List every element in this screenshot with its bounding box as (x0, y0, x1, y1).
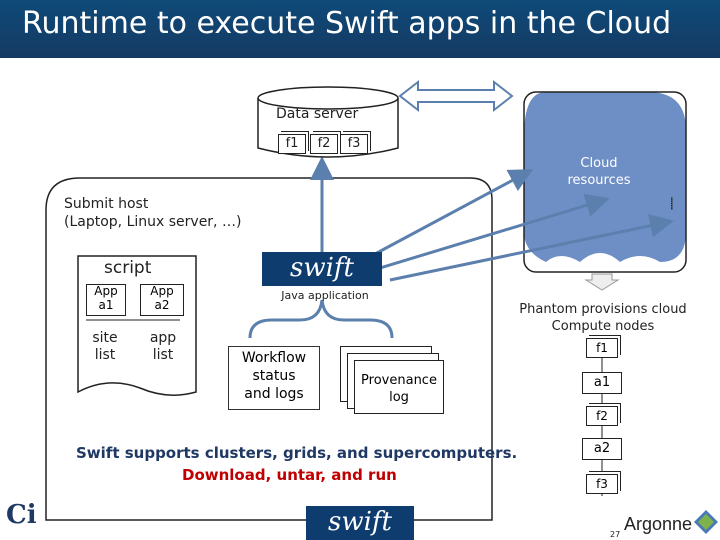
double-arrow (398, 79, 514, 113)
ci-logo: Ci (6, 500, 37, 530)
script-label: script (104, 258, 152, 278)
node-f1: f1 (586, 338, 618, 358)
argonne-logo: Argonne (624, 514, 693, 534)
cloud-shape (524, 92, 686, 262)
app-list: app list (149, 330, 177, 363)
argonne-mark-icon (694, 510, 718, 534)
page-number: 27 (610, 530, 621, 539)
app-a1: App a1 (86, 284, 126, 316)
node-f3: f3 (586, 474, 618, 494)
title-bar (0, 0, 720, 58)
slide-title: Runtime to execute Swift apps in the Clo… (22, 6, 672, 41)
submit-host-subtitle: (Laptop, Linux server, …) (64, 214, 242, 230)
node-a2: a2 (582, 438, 622, 460)
cloud-dots: ....... (668, 196, 682, 209)
submit-host-container (45, 177, 493, 521)
swift-supports-text: Swift supports clusters, grids, and supe… (76, 444, 518, 462)
phantom-label: Phantom provisions cloud Compute nodes (519, 302, 687, 334)
workflow-status-box: Workflow status and logs (228, 346, 320, 410)
node-a1: a1 (582, 372, 622, 394)
data-server-label: Data server (276, 106, 359, 122)
data-file-f1: f1 (278, 134, 306, 154)
download-text: Download, untar, and run (182, 466, 397, 484)
java-application-label: Java application (281, 289, 369, 302)
provenance-log: Provenance log (354, 360, 444, 414)
data-file-f3: f3 (340, 134, 368, 154)
script-doc (77, 255, 197, 396)
site-list: site list (92, 330, 118, 363)
cloud-label: Cloud resources (567, 156, 631, 188)
node-f2: f2 (586, 406, 618, 426)
app-a2: App a2 (140, 284, 184, 316)
submit-host-title: Submit host (64, 196, 149, 212)
swift-logo-footer: swift (306, 506, 414, 540)
data-file-f2: f2 (310, 134, 338, 154)
swift-logo: swift (262, 252, 382, 286)
